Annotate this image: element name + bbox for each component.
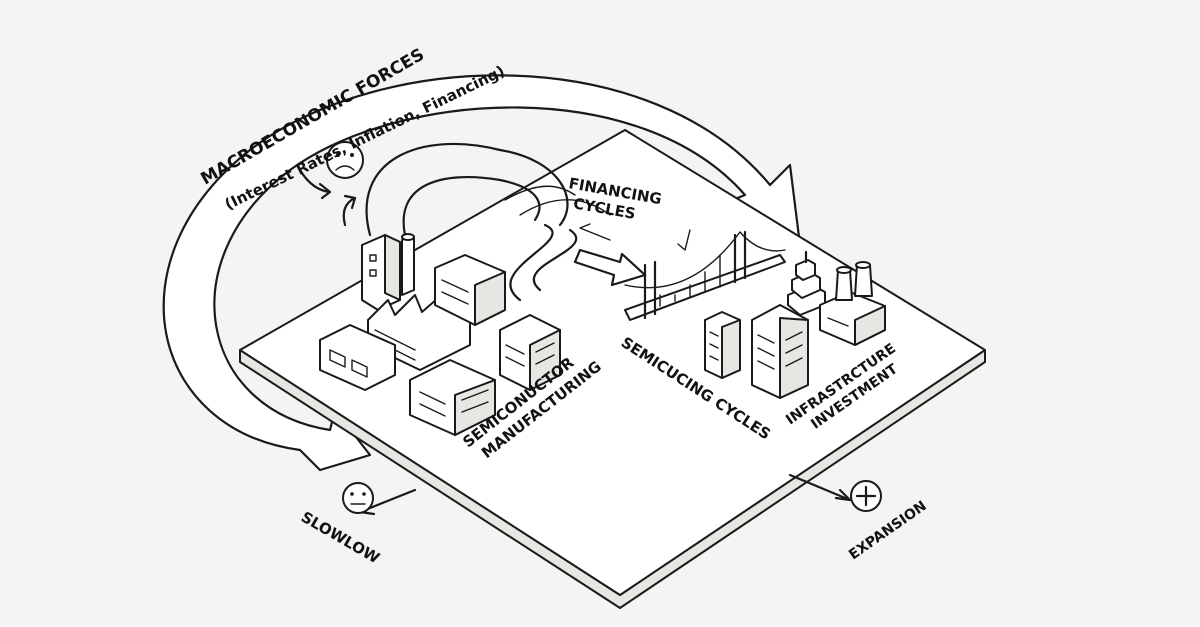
- bridge: [624, 229, 786, 321]
- plus-circle-icon: [850, 480, 882, 512]
- cycle-arrows-icon: [298, 168, 357, 227]
- inner-loop: [365, 142, 569, 237]
- factory-cluster: [319, 233, 561, 436]
- sad-face-icon: [326, 141, 364, 179]
- infrastructure-buildings: [704, 250, 886, 399]
- platform: [239, 129, 986, 609]
- slowdown-label: SLOWLOW: [298, 508, 383, 568]
- financing-flow-lines: [504, 185, 647, 302]
- neutral-face-icon: [342, 482, 374, 514]
